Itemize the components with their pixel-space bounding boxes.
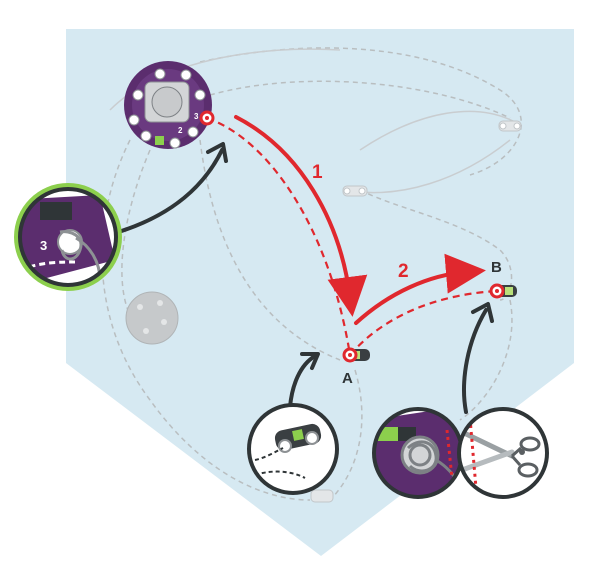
detail-led-stitch [247,403,339,495]
circuit-board-icon: 2 3 [124,61,212,149]
step-1-label: 1 [312,162,323,183]
callout-arrow-b [462,308,488,414]
led-sequin-icon [489,283,517,299]
arrow-step-1 [234,115,368,317]
arrow-step-2 [354,253,486,325]
callout-arrow-a [288,354,317,409]
board-pin-marker [199,110,215,126]
faint-round-component [125,291,179,345]
faint-led-sequin-top [498,120,522,132]
stitch-path-b [349,289,498,356]
step-2-label: 2 [398,261,409,282]
point-a-label: A [342,370,353,387]
led-sequin-icon [342,347,370,363]
callout-arrow-board [110,148,224,236]
knot-icon [372,407,464,499]
svg-text:2: 2 [178,126,183,135]
board-pin-label: 3 [40,238,47,253]
point-b-label: B [491,259,502,276]
svg-text:3: 3 [194,112,199,121]
needle-thread-icon: 3 [14,183,122,291]
scissors-icon [457,407,549,499]
faint-bottom-component [310,489,334,503]
faint-led-sequin-mid [342,185,368,197]
